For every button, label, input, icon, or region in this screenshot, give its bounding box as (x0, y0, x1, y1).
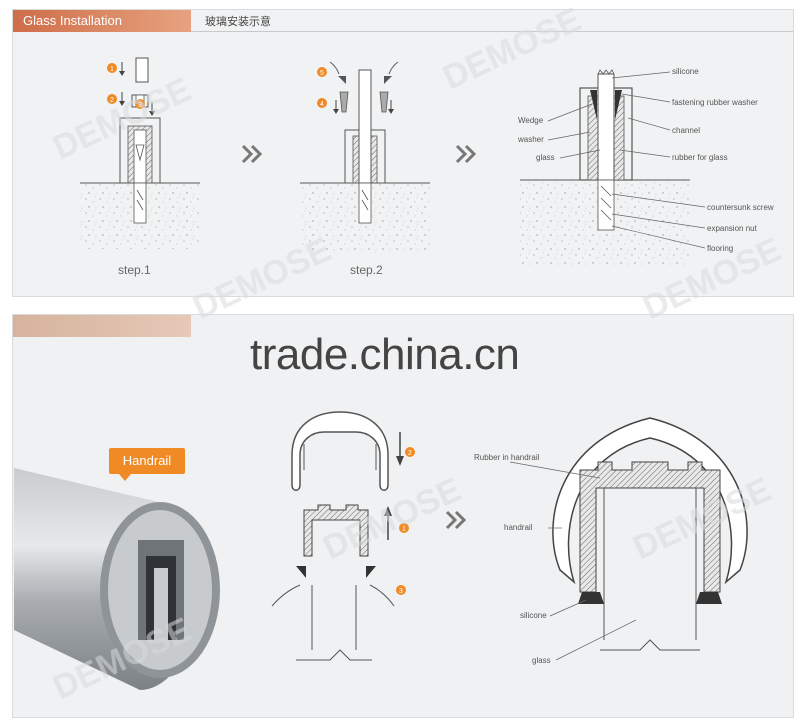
label-flooring: flooring (707, 244, 733, 253)
label-wedge: Wedge (518, 116, 544, 125)
section-title: Glass Installation (13, 10, 191, 32)
section-title-cn: 玻璃安装示意 (205, 16, 271, 28)
svg-text:2: 2 (408, 450, 412, 457)
step2-diagram: 5 4 step.2 (300, 61, 430, 277)
label-countersunk-screw: countersunk screw (707, 203, 774, 212)
label-handrail: handrail (504, 523, 533, 532)
next-arrow-icon (445, 510, 467, 530)
label-washer: washer (517, 135, 544, 144)
svg-text:2: 2 (110, 97, 114, 104)
handrail-badge: Handrail (109, 448, 185, 481)
header-divider (191, 31, 793, 32)
svg-text:DEMOSE: DEMOSE (437, 1, 587, 98)
svg-text:DEMOSE: DEMOSE (47, 71, 197, 168)
label-glass: glass (536, 153, 555, 162)
svg-text:1: 1 (110, 66, 114, 73)
assembly-diagram: silicone fastening rubber washer channel… (517, 67, 774, 266)
svg-text:DEMOSE: DEMOSE (187, 231, 337, 328)
step-marker-3 (135, 99, 145, 109)
label-handrail-glass: glass (532, 656, 551, 665)
handrail-assembled-diagram: Rubber in handrail handrail silicone gla… (474, 417, 748, 665)
step2-label: step.2 (350, 263, 383, 277)
svg-text:1: 1 (402, 526, 406, 533)
label-expansion-nut: expansion nut (707, 224, 758, 233)
next-arrow-icon (455, 144, 477, 164)
step1-diagram: 1 2 3 step.1 (80, 57, 200, 277)
svg-text:5: 5 (320, 70, 324, 77)
site-watermark: trade.china.cn (250, 330, 520, 379)
next-arrow-icon (241, 144, 263, 164)
label-fastening-washer: fastening rubber washer (672, 98, 758, 107)
handrail-exploded-diagram: 2 1 3 (271, 411, 415, 661)
svg-text:3: 3 (138, 102, 142, 109)
step-marker-2 (107, 94, 117, 104)
section-header: Glass Installation 玻璃安装示意 (13, 10, 271, 32)
section-header-tab (13, 315, 191, 337)
handrail-photo (14, 468, 220, 690)
label-silicone: silicone (672, 67, 699, 76)
label-handrail-silicone: silicone (520, 611, 547, 620)
label-rubber-glass: rubber for glass (672, 153, 728, 162)
step-marker-4 (317, 98, 327, 108)
label-rubber-in-handrail: Rubber in handrail (474, 453, 540, 462)
label-channel: channel (672, 126, 700, 135)
step-marker-1 (107, 63, 117, 73)
svg-text:4: 4 (320, 101, 324, 108)
svg-text:3: 3 (399, 588, 403, 595)
step1-label: step.1 (118, 263, 151, 277)
step-marker-5 (317, 67, 327, 77)
